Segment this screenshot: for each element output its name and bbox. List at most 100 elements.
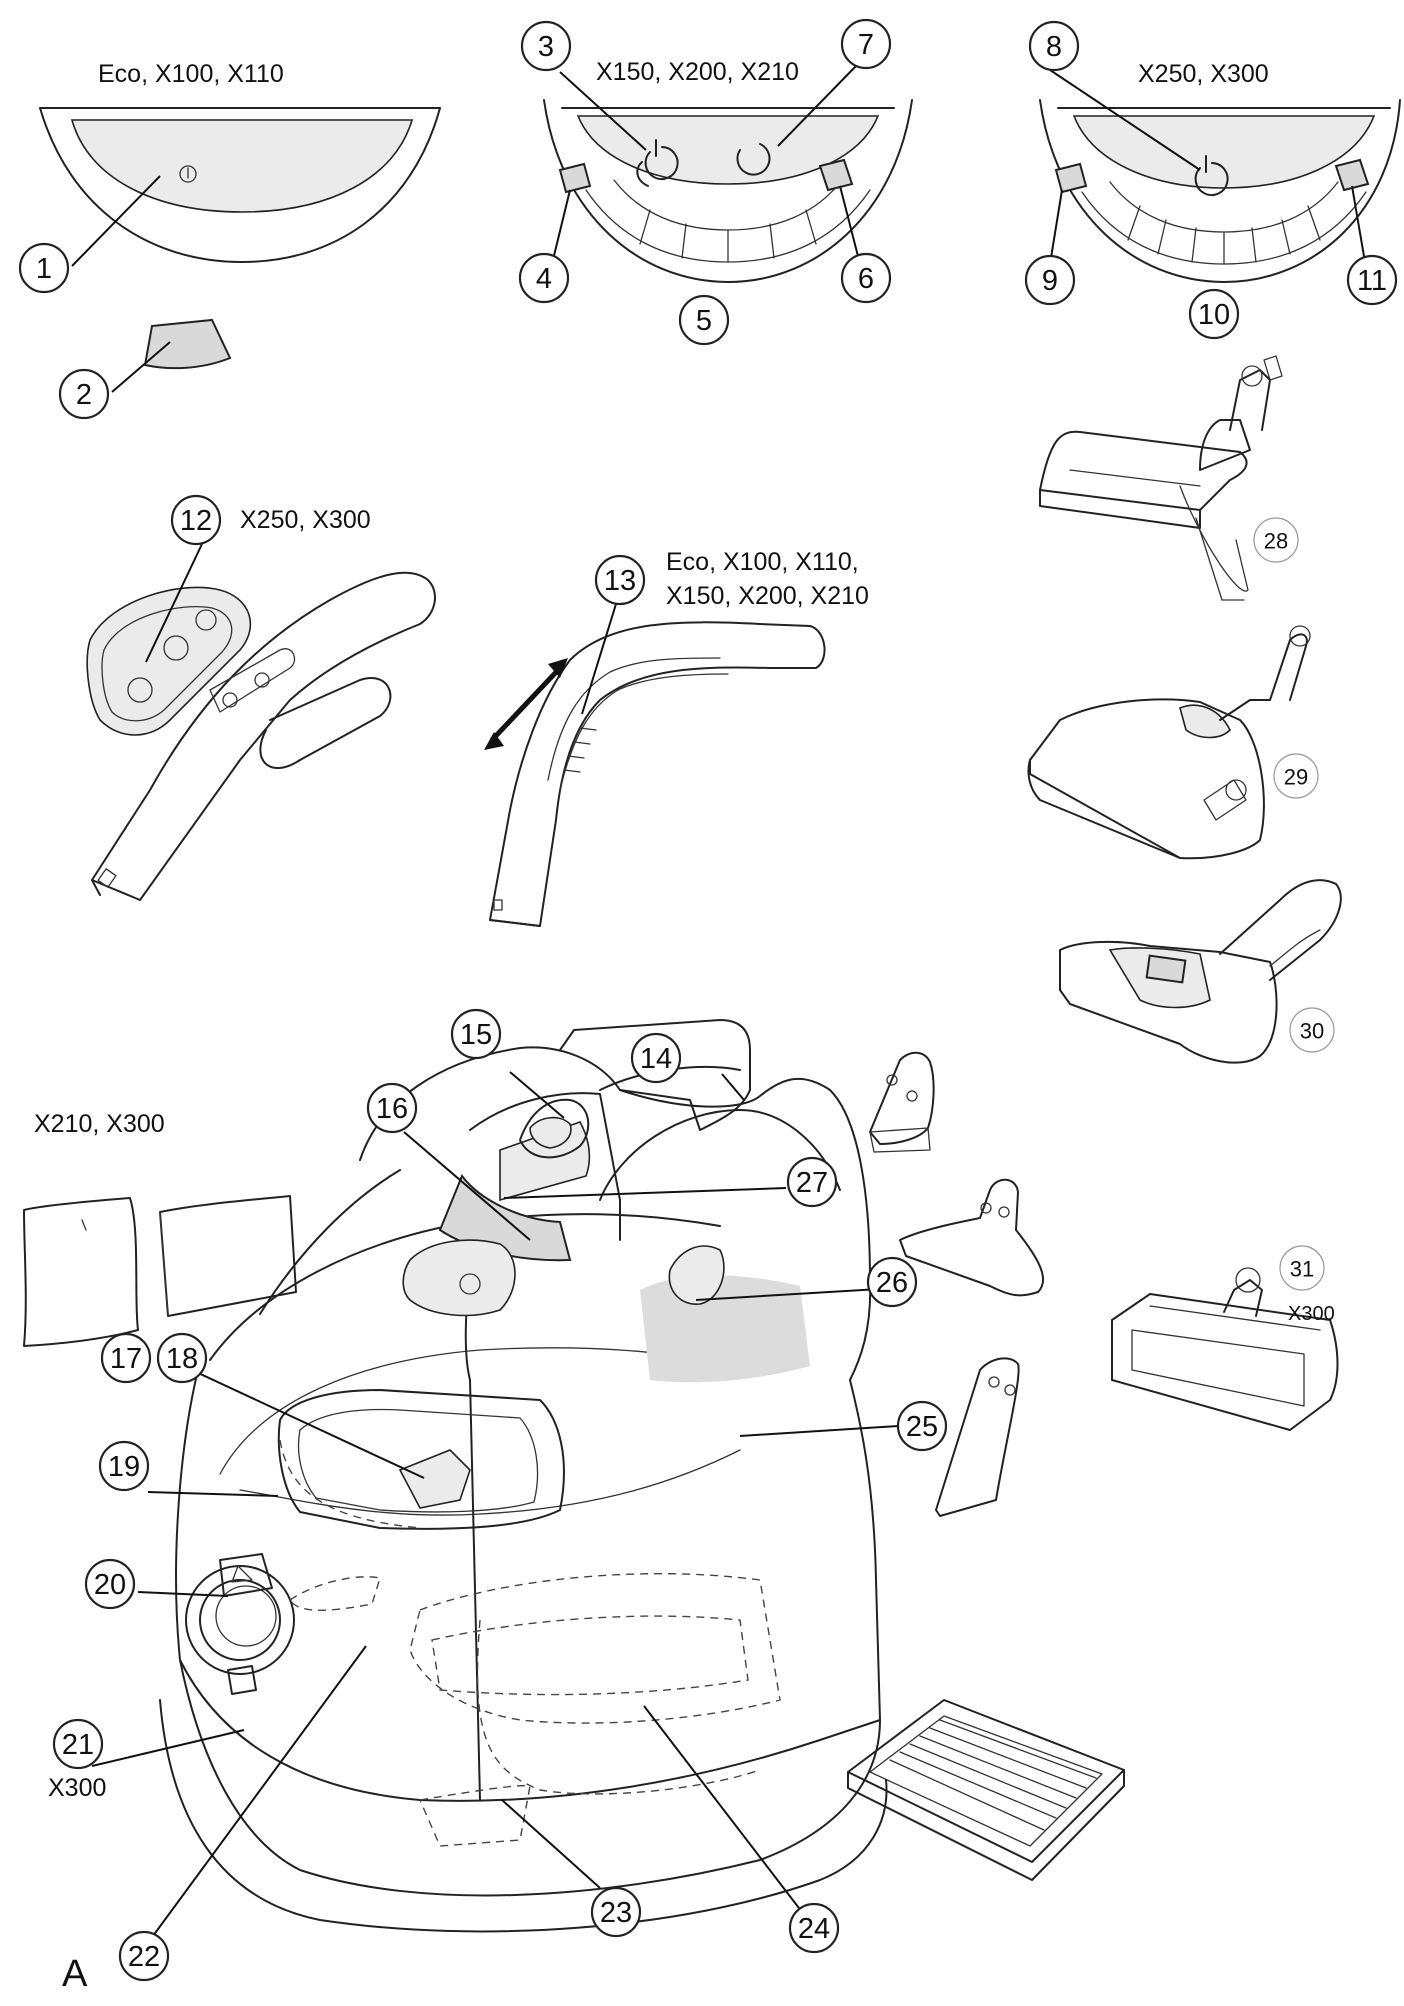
svg-text:31: 31	[1290, 1257, 1314, 1282]
callout-13: 13	[594, 554, 646, 606]
tool-crevice	[935, 1357, 1020, 1517]
callout-24: 24	[788, 1902, 840, 1954]
figure-letter: A	[62, 1953, 88, 1995]
svg-text:3: 3	[538, 31, 554, 63]
callout-27: 27	[786, 1156, 838, 1208]
callout-1: 1	[18, 242, 70, 294]
nozzle-30	[1059, 879, 1342, 1064]
svg-text:21: 21	[62, 1729, 94, 1761]
nozzle-29	[1027, 625, 1311, 860]
label-x250-x300-panel: X250, X300	[1138, 60, 1269, 88]
control-panel-eco	[39, 107, 441, 263]
leader-lines	[71, 65, 1367, 1941]
handle-x250	[86, 571, 436, 901]
callout-26: 26	[866, 1256, 918, 1308]
callout-21: 21	[52, 1718, 104, 1770]
svg-text:22: 22	[128, 1941, 160, 1973]
label-x150-x200-x210: X150, X200, X210	[596, 58, 799, 86]
callout-18: 18	[156, 1332, 208, 1384]
svg-text:4: 4	[536, 263, 552, 295]
vacuum-body	[159, 1019, 888, 1933]
power-icon	[644, 146, 679, 180]
callout-7: 7	[840, 18, 892, 70]
callout-8: 8	[1028, 20, 1080, 72]
callout-11: 11	[1346, 254, 1398, 306]
carpet-mode-icon	[558, 162, 592, 194]
callout-17: 17	[100, 1332, 152, 1384]
handle-eco	[484, 621, 826, 927]
nozzle-31	[1111, 1267, 1339, 1431]
svg-text:25: 25	[906, 1411, 938, 1443]
tool-upholstery-wide	[899, 1178, 1044, 1297]
svg-text:28: 28	[1264, 529, 1288, 554]
svg-text:1: 1	[36, 253, 52, 285]
hard-floor-icon	[818, 158, 854, 192]
svg-text:15: 15	[460, 1019, 492, 1051]
filter-bag	[23, 1197, 139, 1347]
svg-text:2: 2	[76, 379, 92, 411]
power-icon	[1194, 162, 1229, 196]
svg-text:26: 26	[876, 1267, 908, 1299]
callout-3: 3	[520, 20, 572, 72]
callout-15: 15	[450, 1008, 502, 1060]
callout-16: 16	[366, 1082, 418, 1134]
callout-28: 28	[1253, 517, 1299, 563]
callout-20: 20	[84, 1558, 136, 1610]
svg-text:20: 20	[94, 1569, 126, 1601]
svg-text:16: 16	[376, 1093, 408, 1125]
callout-4: 4	[518, 252, 570, 304]
svg-text:12: 12	[180, 505, 212, 537]
callout-5: 5	[678, 294, 730, 346]
svg-text:9: 9	[1042, 265, 1058, 297]
hepa-filter	[847, 1699, 1125, 1881]
callout-14: 14	[630, 1032, 682, 1084]
callout-23: 23	[590, 1886, 642, 1938]
label-x300-part31: X300	[1288, 1303, 1335, 1325]
panel-cover-2	[143, 318, 232, 370]
svg-text:27: 27	[796, 1167, 828, 1199]
label-x250-x300-handle: X250, X300	[240, 506, 371, 534]
callout-19: 19	[98, 1440, 150, 1492]
svg-text:23: 23	[600, 1897, 632, 1929]
control-panel-x150	[543, 99, 913, 283]
power-icon	[179, 165, 197, 183]
nozzle-28	[1039, 355, 1283, 601]
callout-12: 12	[170, 494, 222, 546]
control-panel-x250	[1039, 99, 1401, 283]
svg-text:6: 6	[858, 263, 874, 295]
svg-text:5: 5	[696, 305, 712, 337]
svg-text:13: 13	[604, 565, 636, 597]
svg-text:19: 19	[108, 1451, 140, 1483]
filter-block	[159, 1195, 297, 1317]
callout-29: 29	[1273, 753, 1319, 799]
callout-31: 31	[1279, 1245, 1325, 1291]
svg-text:7: 7	[858, 29, 874, 61]
label-x210-x300-filters: X210, X300	[34, 1110, 165, 1138]
callouts: 1 2 3 4 5 6 7 8 9 10 11 12 13 14 15 16 1…	[18, 18, 1398, 1982]
label-eco-handle-line1: Eco, X100, X110,	[666, 548, 859, 576]
double-arrow	[490, 666, 562, 742]
callout-25: 25	[896, 1400, 948, 1452]
turbo-icon	[736, 143, 771, 176]
tool-upholstery-small	[869, 1051, 935, 1153]
svg-text:8: 8	[1046, 31, 1062, 63]
svg-text:30: 30	[1300, 1019, 1324, 1044]
svg-text:29: 29	[1284, 765, 1308, 790]
svg-text:24: 24	[798, 1913, 830, 1945]
callout-10: 10	[1188, 288, 1240, 340]
label-x300-part21: X300	[48, 1774, 106, 1802]
label-eco-x100-x110: Eco, X100, X110	[98, 60, 284, 88]
callout-9: 9	[1024, 254, 1076, 306]
model-labels: Eco, X100, X110 X150, X200, X210 X250, X…	[34, 58, 1335, 1995]
callout-2: 2	[58, 368, 110, 420]
svg-text:14: 14	[640, 1043, 672, 1075]
svg-text:18: 18	[166, 1343, 198, 1375]
label-eco-handle-line2: X150, X200, X210	[666, 582, 869, 610]
svg-text:10: 10	[1198, 299, 1230, 331]
svg-text:11: 11	[1357, 265, 1387, 297]
callout-22: 22	[118, 1930, 170, 1982]
callout-30: 30	[1289, 1007, 1335, 1053]
callout-6: 6	[840, 252, 892, 304]
svg-text:17: 17	[110, 1343, 142, 1375]
